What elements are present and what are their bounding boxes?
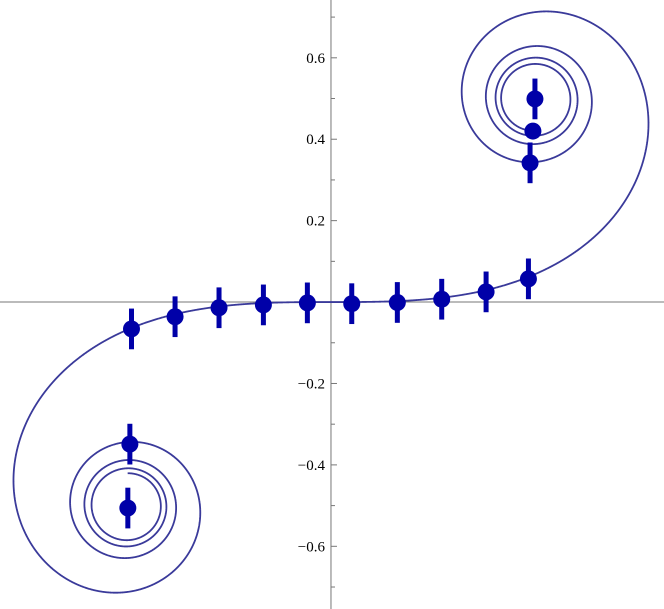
spiral-curve-group <box>12 10 650 594</box>
data-point <box>119 487 137 529</box>
y-tick-label: 0.2 <box>306 214 325 230</box>
data-point <box>388 282 406 323</box>
point-marker <box>521 154 539 172</box>
y-tick-label: −0.2 <box>298 376 325 392</box>
point-marker <box>343 295 361 313</box>
y-tick-label: 0.4 <box>306 132 325 148</box>
y-ticks: 0.6 0.4 0.2 −0.2 −0.4 −0.6 <box>298 16 337 588</box>
point-marker <box>524 122 542 140</box>
data-point <box>524 122 542 140</box>
y-tick-label: −0.6 <box>298 539 326 555</box>
spiral-curve <box>12 10 650 594</box>
point-marker <box>519 270 537 288</box>
data-point <box>210 287 228 329</box>
data-point <box>343 283 361 325</box>
data-point <box>477 271 495 313</box>
data-point <box>254 284 272 326</box>
point-marker <box>166 308 184 326</box>
point-marker <box>433 290 451 308</box>
point-marker <box>119 499 137 517</box>
y-tick-label: −0.4 <box>298 458 326 474</box>
data-point <box>166 296 184 338</box>
data-point <box>521 142 539 184</box>
point-marker <box>122 320 140 338</box>
point-marker <box>526 90 544 108</box>
point-marker <box>477 283 495 301</box>
point-marker <box>254 296 272 314</box>
data-point <box>526 78 544 120</box>
data-point <box>433 278 451 320</box>
data-points-group <box>119 78 544 529</box>
data-point <box>122 308 140 350</box>
data-point <box>298 282 316 324</box>
point-marker <box>298 294 316 312</box>
point-marker <box>388 293 406 311</box>
point-marker <box>210 299 228 317</box>
y-tick-label: 0.6 <box>306 51 325 67</box>
data-point <box>519 258 537 300</box>
data-point <box>121 423 139 465</box>
point-marker <box>121 435 139 453</box>
